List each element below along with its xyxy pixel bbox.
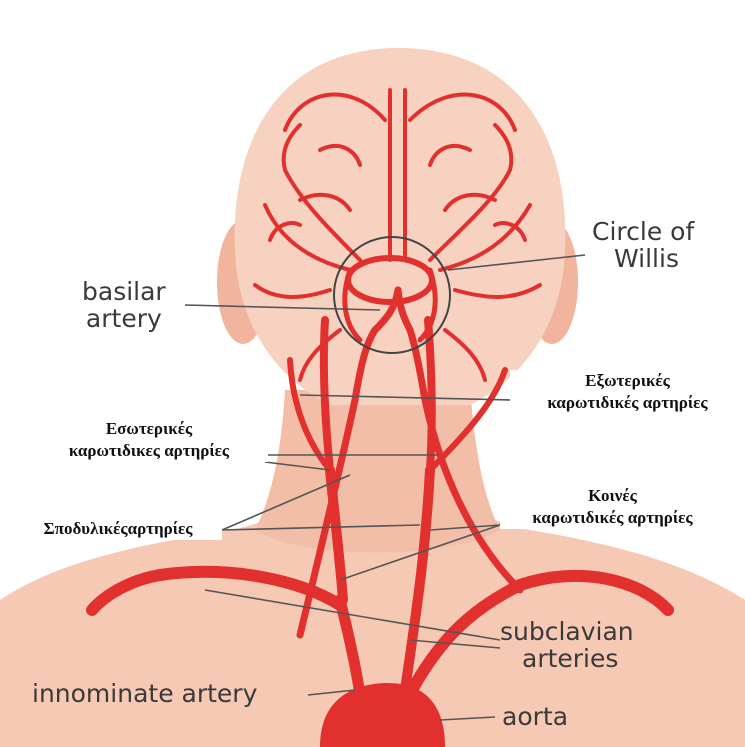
label-aorta: aorta [502, 703, 568, 730]
label-vertebral: Σποδυλικέςαρτηρίες [14, 518, 222, 540]
label-circle-of-willis: Circle of Willis [592, 218, 694, 272]
right-internal-carotid [428, 320, 432, 470]
label-subclavian-arteries: subclavian arteries [500, 618, 634, 672]
label-innominate-artery: innominate artery [32, 680, 257, 707]
label-common-carotid: Κοινές καρωτιδικές αρτηρίες [500, 485, 725, 529]
label-internal-carotid: Εσωτερικές καρωτιδικες αρτηρίες [30, 418, 268, 462]
label-external-carotid: Εξωτερικές καρωτιδικές αρτηρίες [510, 370, 745, 414]
label-basilar-artery: basilar artery [82, 278, 166, 332]
